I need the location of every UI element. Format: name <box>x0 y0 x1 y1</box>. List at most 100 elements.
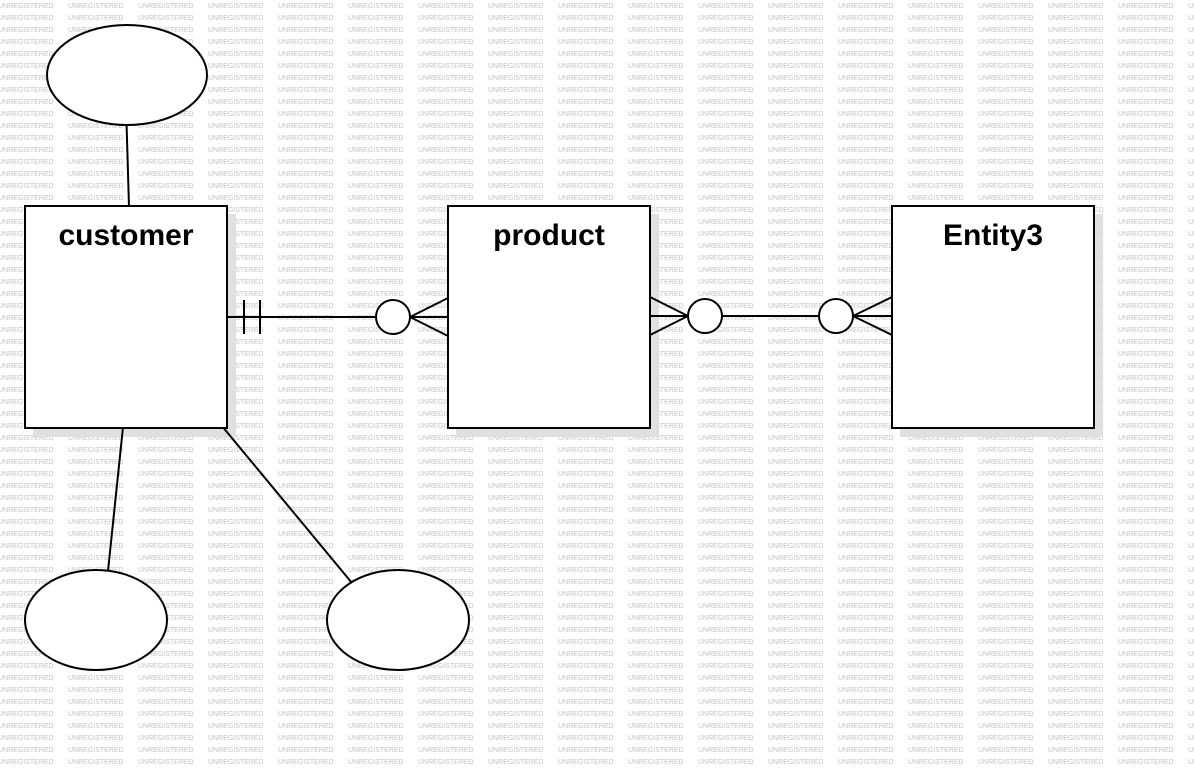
watermark-text: UNREGISTERED <box>348 135 404 142</box>
watermark-text: UNREGISTERED <box>628 63 684 70</box>
watermark-text: UNREGISTERED <box>348 711 404 718</box>
watermark-text: UNREGISTERED <box>488 99 544 106</box>
watermark-text: UNREGISTERED <box>348 447 404 454</box>
watermark-text: UNREGISTERED <box>768 507 824 514</box>
watermark-text: UNREGISTERED <box>1188 15 1194 22</box>
watermark-text: UNREGISTERED <box>278 63 334 70</box>
watermark-text: UNREGISTERED <box>488 459 544 466</box>
watermark-text: UNREGISTERED <box>138 639 194 646</box>
entity-product-box[interactable] <box>447 205 651 429</box>
watermark-text: UNREGISTERED <box>0 543 54 550</box>
watermark-text: UNREGISTERED <box>838 663 894 670</box>
watermark-text: UNREGISTERED <box>1048 531 1104 538</box>
watermark-text: UNREGISTERED <box>1048 747 1104 754</box>
watermark-text: UNREGISTERED <box>0 435 54 442</box>
watermark-text: UNREGISTERED <box>558 675 614 682</box>
watermark-text: UNREGISTERED <box>1188 555 1194 562</box>
watermark-text: UNREGISTERED <box>1188 507 1194 514</box>
watermark-text: UNREGISTERED <box>978 159 1034 166</box>
watermark-text: UNREGISTERED <box>698 375 754 382</box>
watermark-text: UNREGISTERED <box>698 351 754 358</box>
watermark-text: UNREGISTERED <box>488 183 544 190</box>
watermark-text: UNREGISTERED <box>418 183 474 190</box>
watermark-text: UNREGISTERED <box>0 183 54 190</box>
watermark-text: UNREGISTERED <box>628 591 684 598</box>
entity-customer[interactable]: customer <box>24 205 228 429</box>
watermark-text: UNREGISTERED <box>0 123 54 130</box>
watermark-text: UNREGISTERED <box>278 435 334 442</box>
watermark-text: UNREGISTERED <box>1118 387 1174 394</box>
watermark-text: UNREGISTERED <box>138 507 194 514</box>
watermark-text: UNREGISTERED <box>908 495 964 502</box>
watermark-text: UNREGISTERED <box>418 543 474 550</box>
watermark-text: UNREGISTERED <box>278 675 334 682</box>
watermark-text: UNREGISTERED <box>838 75 894 82</box>
watermark-text: UNREGISTERED <box>628 15 684 22</box>
watermark-text: UNREGISTERED <box>768 495 824 502</box>
watermark-text: UNREGISTERED <box>838 351 894 358</box>
watermark-text: UNREGISTERED <box>698 243 754 250</box>
watermark-text: UNREGISTERED <box>418 735 474 742</box>
watermark-text: UNREGISTERED <box>418 399 474 406</box>
watermark-text: UNREGISTERED <box>908 63 964 70</box>
watermark-text: UNREGISTERED <box>68 507 124 514</box>
watermark-text: UNREGISTERED <box>698 3 754 10</box>
watermark-text: UNREGISTERED <box>418 723 474 730</box>
watermark-text: UNREGISTERED <box>488 495 544 502</box>
watermark-text: UNREGISTERED <box>768 483 824 490</box>
watermark-text: UNREGISTERED <box>908 675 964 682</box>
watermark-text: UNREGISTERED <box>488 123 544 130</box>
watermark-text: UNREGISTERED <box>278 651 334 658</box>
watermark-text: UNREGISTERED <box>1188 471 1194 478</box>
watermark-text: UNREGISTERED <box>348 15 404 22</box>
attribute-ellipse-bottom-left[interactable] <box>24 569 168 671</box>
watermark-text: UNREGISTERED <box>838 591 894 598</box>
watermark-text: UNREGISTERED <box>1188 27 1194 34</box>
watermark-text: UNREGISTERED <box>908 507 964 514</box>
watermark-text: UNREGISTERED <box>978 711 1034 718</box>
watermark-text: UNREGISTERED <box>698 639 754 646</box>
entity-product[interactable]: product <box>447 205 651 429</box>
watermark-text: UNREGISTERED <box>138 459 194 466</box>
watermark-text: UNREGISTERED <box>768 327 824 334</box>
watermark-text: UNREGISTERED <box>978 603 1034 610</box>
watermark-text: UNREGISTERED <box>628 603 684 610</box>
watermark-text: UNREGISTERED <box>558 87 614 94</box>
watermark-text: UNREGISTERED <box>698 471 754 478</box>
watermark-text: UNREGISTERED <box>1118 159 1174 166</box>
watermark-text: UNREGISTERED <box>698 303 754 310</box>
watermark-text: UNREGISTERED <box>418 279 474 286</box>
watermark-text: UNREGISTERED <box>488 159 544 166</box>
watermark-text: UNREGISTERED <box>1118 303 1174 310</box>
watermark-text: UNREGISTERED <box>278 255 334 262</box>
watermark-text: UNREGISTERED <box>0 27 54 34</box>
watermark-text: UNREGISTERED <box>908 567 964 574</box>
entity-customer-box[interactable] <box>24 205 228 429</box>
watermark-text: UNREGISTERED <box>348 123 404 130</box>
watermark-text: UNREGISTERED <box>838 399 894 406</box>
watermark-text: UNREGISTERED <box>418 303 474 310</box>
watermark-text: UNREGISTERED <box>278 87 334 94</box>
watermark-text: UNREGISTERED <box>68 699 124 706</box>
watermark-text: UNREGISTERED <box>1188 687 1194 694</box>
entity-entity3-box[interactable] <box>891 205 1095 429</box>
watermark-text: UNREGISTERED <box>0 711 54 718</box>
watermark-text: UNREGISTERED <box>838 279 894 286</box>
entity-entity3[interactable]: Entity3 <box>891 205 1095 429</box>
watermark-text: UNREGISTERED <box>698 675 754 682</box>
watermark-text: UNREGISTERED <box>838 159 894 166</box>
watermark-text: UNREGISTERED <box>1188 483 1194 490</box>
watermark-text: UNREGISTERED <box>348 327 404 334</box>
watermark-text: UNREGISTERED <box>348 207 404 214</box>
watermark-text: UNREGISTERED <box>978 99 1034 106</box>
attribute-ellipse-top[interactable] <box>46 24 208 126</box>
watermark-text: UNREGISTERED <box>1118 39 1174 46</box>
watermark-text: UNREGISTERED <box>1048 75 1104 82</box>
attribute-connector-bottom-left <box>107 407 126 572</box>
watermark-text: UNREGISTERED <box>558 3 614 10</box>
attribute-ellipse-bottom-right[interactable] <box>326 569 470 671</box>
watermark-text: UNREGISTERED <box>138 531 194 538</box>
watermark-text: UNREGISTERED <box>768 687 824 694</box>
watermark-text: UNREGISTERED <box>488 579 544 586</box>
watermark-text: UNREGISTERED <box>488 39 544 46</box>
